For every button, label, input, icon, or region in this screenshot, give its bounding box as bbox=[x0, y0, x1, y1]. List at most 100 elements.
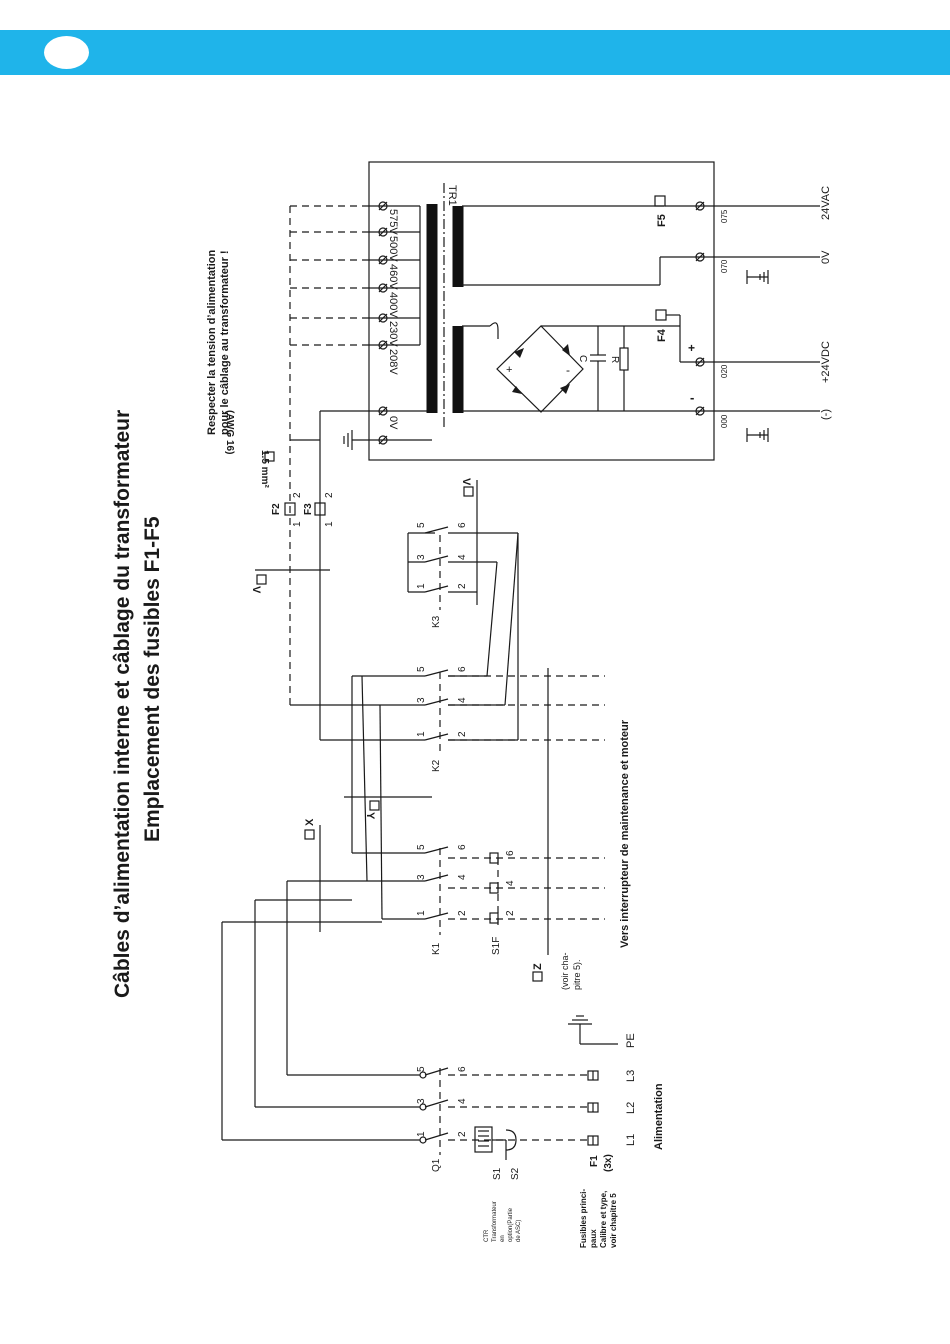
marker-v-label: V bbox=[460, 478, 472, 486]
fuse-f2-label: F2 bbox=[271, 503, 282, 515]
wire-size-area: 1.5 mm² bbox=[259, 450, 270, 488]
contactor-k3 bbox=[407, 526, 518, 610]
terminal-000: 000 bbox=[720, 414, 729, 428]
k2-pin6: 6 bbox=[457, 666, 468, 672]
fuse-f2-pin1: 1 bbox=[292, 521, 303, 527]
tap-460v: 460V bbox=[387, 264, 399, 290]
output-24vdc: +24VDC bbox=[820, 341, 832, 383]
s1f-pin4: 4 bbox=[505, 880, 516, 886]
bridge-minus: - bbox=[566, 363, 570, 377]
ground-icon bbox=[746, 428, 769, 442]
output-terminals bbox=[665, 201, 820, 416]
supply-label: Alimentation bbox=[653, 1083, 665, 1150]
k3-pin3: 3 bbox=[416, 554, 427, 560]
s1f-pin2: 2 bbox=[505, 910, 516, 916]
marker-v-box bbox=[463, 486, 474, 497]
q1-pin3: 3 bbox=[416, 1098, 427, 1104]
ctr-note-1: CTR bbox=[484, 1229, 490, 1242]
pe-label: PE bbox=[625, 1033, 637, 1048]
ground-icon bbox=[568, 1015, 618, 1045]
k1-pin2: 2 bbox=[457, 910, 468, 916]
tap-575v: 575V bbox=[387, 209, 399, 235]
s1-label: S1 bbox=[492, 1167, 503, 1180]
marker-y-box bbox=[369, 800, 380, 811]
ground-icon bbox=[746, 270, 769, 284]
marker-v-box bbox=[256, 574, 267, 585]
tap-500v: 500V bbox=[387, 236, 399, 262]
s1f-label: S1F bbox=[491, 937, 502, 955]
page-number-badge bbox=[44, 36, 89, 69]
k3-pin6: 6 bbox=[457, 522, 468, 528]
phase-l1: L1 bbox=[625, 1134, 637, 1146]
k1-label: K1 bbox=[431, 942, 442, 955]
f1-note-3: Calibre et type, bbox=[599, 1191, 608, 1248]
fuse-f4-label: F4 bbox=[656, 328, 668, 342]
ground-icon bbox=[343, 430, 369, 450]
output-24vac: 24VAC bbox=[820, 186, 832, 220]
phase-l3: L3 bbox=[625, 1070, 637, 1082]
transformer-box bbox=[368, 161, 715, 461]
contactor-k2 bbox=[290, 532, 605, 755]
tap-selection-wires bbox=[289, 205, 369, 740]
k1-pin6: 6 bbox=[457, 844, 468, 850]
fuse-f2-pin2: 2 bbox=[292, 492, 303, 498]
k3-label: K3 bbox=[431, 615, 442, 628]
k2-pin1: 1 bbox=[416, 731, 427, 737]
switch-s1f bbox=[489, 852, 499, 925]
bridge-rectifier bbox=[489, 322, 680, 413]
output-minus-label: (-) bbox=[820, 409, 832, 420]
q1-label: Q1 bbox=[431, 1158, 442, 1172]
marker-x-label: X bbox=[304, 818, 316, 826]
resistor-label: R bbox=[609, 356, 620, 363]
k2-pin2: 2 bbox=[457, 731, 468, 737]
ctr-note-4: option(Partie bbox=[508, 1207, 514, 1242]
motor-text: Vers interrupteur de maintenance et mote… bbox=[619, 719, 631, 948]
transformer-label: TR1 bbox=[446, 185, 458, 206]
phase-l2: L2 bbox=[625, 1102, 637, 1114]
tap-208v: 208V bbox=[387, 349, 399, 375]
z-note-1: (voir cha- bbox=[560, 952, 570, 990]
s1f-pin6: 6 bbox=[505, 850, 516, 856]
k3-pin1: 1 bbox=[416, 583, 427, 589]
warning-line-2: pour le câblage au transformateur ! bbox=[219, 250, 231, 435]
s2-label: S2 bbox=[510, 1167, 521, 1180]
main-switch-q1 bbox=[221, 881, 590, 1155]
marker-z-box bbox=[532, 971, 543, 982]
marker-y-label: Y bbox=[364, 812, 376, 820]
capacitor-symbol bbox=[590, 326, 606, 411]
f1-note-4: voir chapitre 5 bbox=[609, 1193, 618, 1248]
title-line-1: Câbles d’alimentation interne et câblage… bbox=[111, 410, 134, 998]
f1-count: (3x) bbox=[603, 1154, 614, 1172]
k2-pin4: 4 bbox=[457, 697, 468, 703]
f1-note-1: Fusibles princi- bbox=[579, 1189, 588, 1248]
k1-pin5: 5 bbox=[416, 844, 427, 850]
k1-pin3: 3 bbox=[416, 874, 427, 880]
wire-size-marker bbox=[264, 451, 275, 462]
fuse-f2 bbox=[284, 502, 296, 516]
contactor-k1 bbox=[222, 675, 605, 935]
f1-label: F1 bbox=[589, 1155, 600, 1167]
fuse-f5-label: F5 bbox=[656, 214, 668, 227]
fuse-f3-label: F3 bbox=[303, 503, 314, 515]
k2-pin3: 3 bbox=[416, 697, 427, 703]
q1-pin2: 2 bbox=[457, 1131, 468, 1137]
fuse-f3-pin1: 1 bbox=[324, 521, 335, 527]
tap-400v: 400V bbox=[387, 292, 399, 318]
tap-230v: 230V bbox=[387, 321, 399, 347]
ctr-transformer bbox=[474, 1126, 517, 1160]
k2-label: K2 bbox=[431, 759, 442, 772]
k3-pin5: 5 bbox=[416, 522, 427, 528]
k1-pin1: 1 bbox=[416, 910, 427, 916]
f1-note-2: paux bbox=[589, 1229, 598, 1248]
main-fuses-f1 bbox=[587, 1070, 599, 1146]
warning-line-1: Respecter la tension d’alimentation bbox=[206, 250, 218, 435]
q1-pin6: 6 bbox=[457, 1066, 468, 1072]
marker-v-label: V bbox=[250, 586, 262, 594]
fuse-f3-pin2: 2 bbox=[324, 492, 335, 498]
tap-0v: 0V bbox=[387, 416, 399, 430]
output-0v: 0V bbox=[820, 250, 832, 264]
fuse-f5 bbox=[654, 195, 666, 207]
k2-pin5: 5 bbox=[416, 666, 427, 672]
z-note-2: pitre 5). bbox=[572, 959, 582, 990]
